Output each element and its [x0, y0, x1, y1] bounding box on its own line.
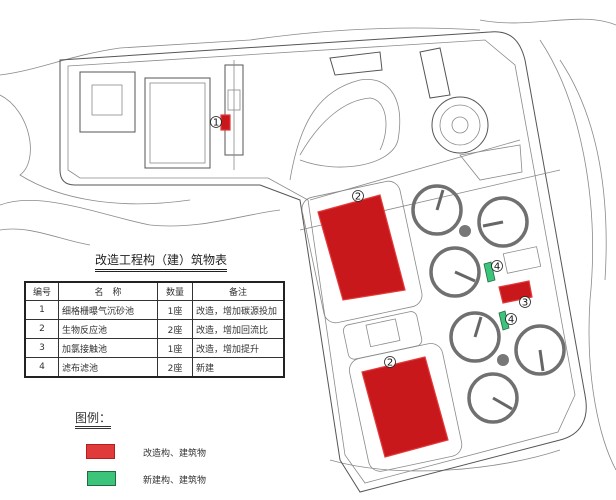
cell-no: 2: [24, 319, 59, 339]
cell-no: 4: [24, 357, 59, 378]
clarifier: [514, 324, 566, 376]
cell-name: 生物反应池: [58, 319, 158, 339]
cell-name: 滤布滤池: [58, 357, 158, 378]
cell-qty: 2座: [157, 319, 193, 339]
header-note: 备注: [192, 281, 285, 301]
marker-4: 4: [505, 313, 517, 326]
table-title: 改造工程构（建）筑物表: [95, 251, 228, 272]
cell-note: 新建: [192, 357, 285, 378]
legend-title: 图例：: [75, 409, 112, 429]
marker-1: 1: [210, 116, 222, 129]
header-qty: 数量: [157, 281, 193, 301]
clarifier: [429, 246, 481, 298]
cell-name: 细格栅曝气沉砂池: [58, 300, 158, 320]
clarifier: [449, 311, 501, 363]
plant-boundary: [59, 31, 587, 493]
bioreactor-retrofit-2: [361, 356, 449, 458]
clarifier: [477, 196, 529, 248]
grit-chamber-retrofit: [220, 114, 231, 131]
svg-text:4: 4: [508, 315, 514, 326]
cell-note: 改造，增加碳源投加: [192, 300, 285, 320]
cell-no: 3: [24, 338, 59, 358]
svg-text:2: 2: [355, 192, 361, 203]
svg-text:1: 1: [213, 118, 219, 129]
clarifiers: [411, 184, 566, 424]
header-name: 名 称: [58, 281, 158, 301]
cell-note: 改造，增加提升: [192, 338, 285, 358]
marker-4: 4: [491, 260, 503, 273]
cell-qty: 1座: [157, 338, 193, 358]
svg-text:3: 3: [522, 298, 528, 309]
cell-note: 改造，增加回流比: [192, 319, 285, 339]
header-no: 编号: [24, 281, 59, 301]
top-buildings: [329, 47, 523, 181]
terrain-contours: [0, 18, 616, 472]
cell-qty: 2座: [157, 357, 193, 378]
legend-label-retrofit: 改造构、建筑物: [143, 449, 207, 459]
cell-no: 1: [24, 300, 59, 320]
cloth-filter-new-2: [498, 310, 510, 331]
marker-2: 2: [384, 356, 396, 369]
legend-swatch-new: [87, 471, 116, 486]
clarifier: [467, 372, 519, 424]
cell-name: 加氯接触池: [58, 338, 158, 358]
pretreatment-area: [79, 60, 244, 170]
table-header: 编号 名 称 数量 备注: [24, 281, 285, 301]
svg-text:2: 2: [387, 358, 393, 369]
cell-qty: 1座: [157, 300, 193, 320]
marker-2: 2: [352, 190, 364, 203]
clarifier: [411, 184, 463, 236]
svg-text:4: 4: [494, 262, 500, 273]
marker-3: 3: [519, 296, 531, 309]
process-blocks: [301, 180, 542, 472]
cloth-filter-new-1: [483, 261, 496, 283]
bioreactor-retrofit-1: [317, 194, 406, 301]
legend-label-new: 新建构、建筑物: [143, 476, 207, 486]
legend-swatch-retrofit: [86, 444, 115, 459]
